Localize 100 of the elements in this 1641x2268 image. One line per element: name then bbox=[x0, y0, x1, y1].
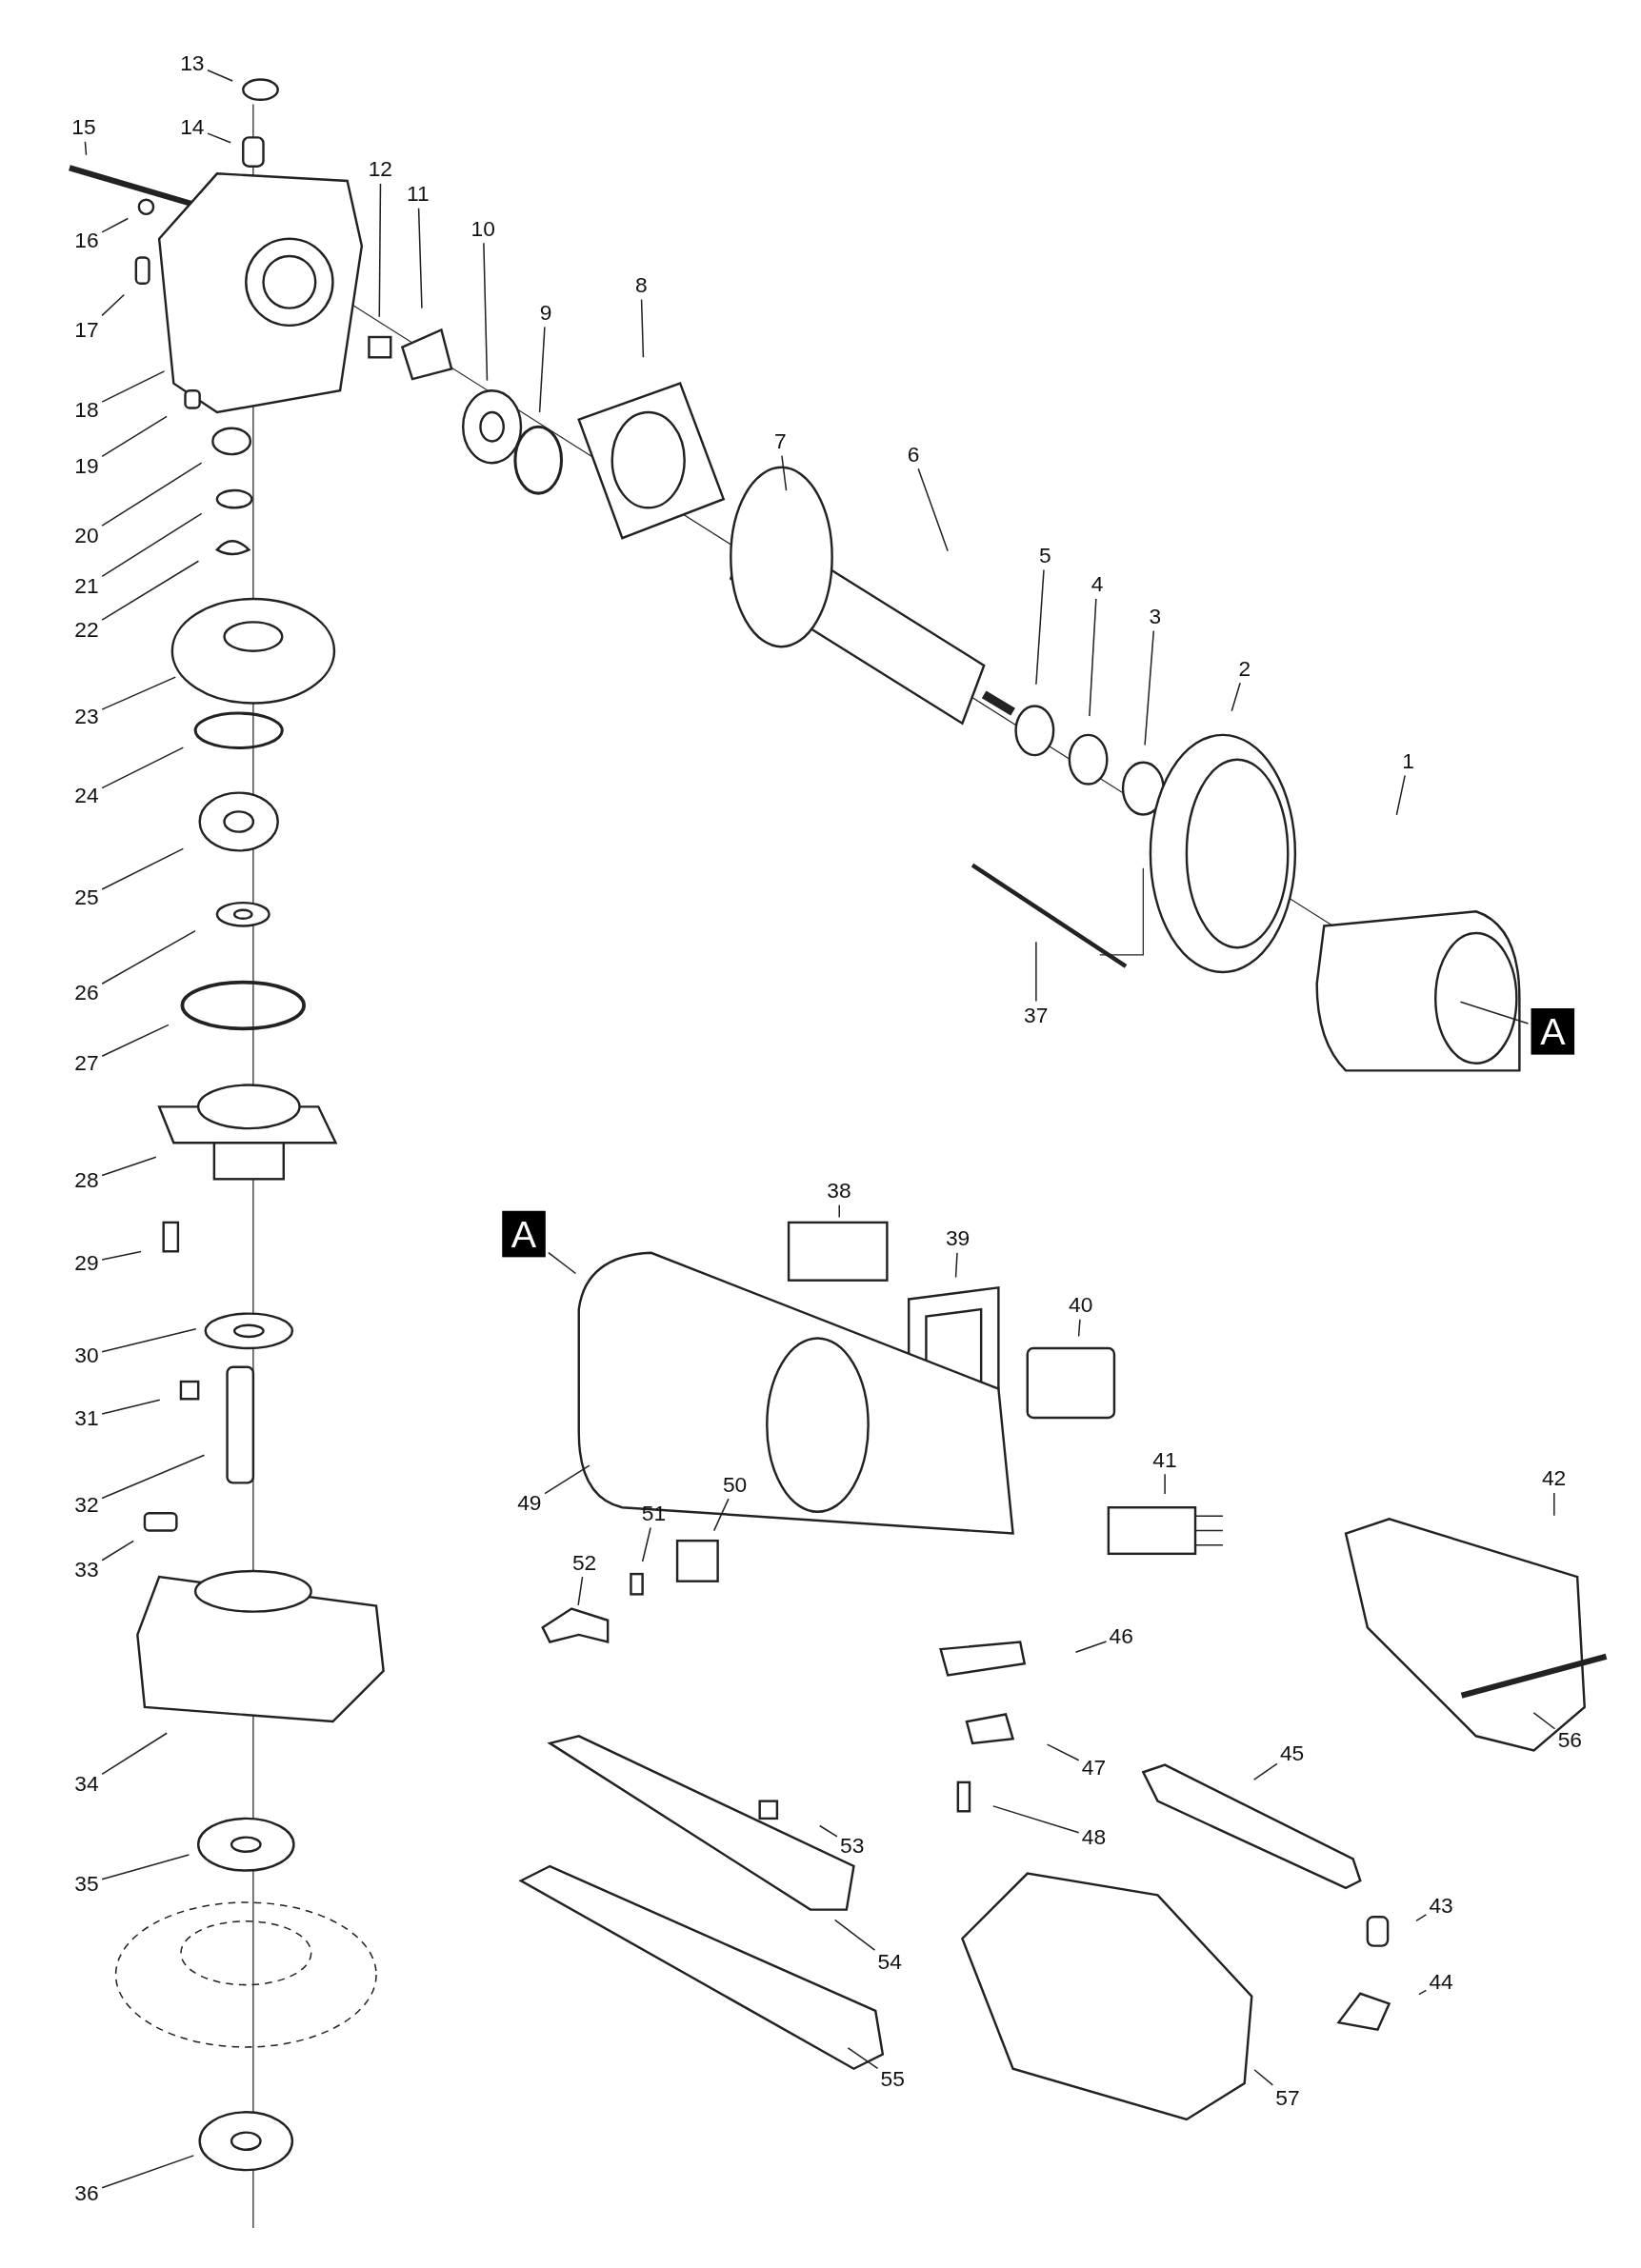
callout-number: 6 bbox=[907, 442, 920, 467]
callout-number: 48 bbox=[1081, 1825, 1107, 1849]
leader-line bbox=[101, 1156, 157, 1177]
leader-line bbox=[101, 462, 203, 527]
leader-line bbox=[101, 847, 185, 890]
callout-number: 49 bbox=[517, 1491, 542, 1515]
leader-line bbox=[101, 676, 176, 710]
callout-number: 34 bbox=[74, 1772, 99, 1796]
leader-line bbox=[641, 1526, 651, 1562]
callout-number: 52 bbox=[571, 1550, 597, 1575]
leader-line bbox=[378, 183, 382, 318]
leader-line bbox=[640, 298, 645, 359]
callout-number: 44 bbox=[1429, 1970, 1453, 1994]
callout-number: 17 bbox=[74, 318, 99, 342]
leader-line bbox=[84, 141, 88, 156]
callout-number: 25 bbox=[74, 885, 99, 909]
leader-line bbox=[1415, 1914, 1428, 1922]
callout-number: 56 bbox=[1557, 1728, 1582, 1752]
callout-number: 31 bbox=[74, 1405, 99, 1430]
callout-number: 29 bbox=[74, 1251, 99, 1275]
leader-line bbox=[833, 1919, 876, 1951]
callout-number: 55 bbox=[880, 2067, 905, 2091]
leader-line bbox=[1231, 682, 1241, 712]
leader-line bbox=[577, 1576, 584, 1606]
section-marker: A bbox=[502, 1210, 546, 1258]
leader-line bbox=[548, 1251, 577, 1275]
callout-number: 3 bbox=[1149, 605, 1162, 628]
leader-line bbox=[818, 1824, 838, 1838]
callout-number: 21 bbox=[74, 574, 99, 598]
callout-number: 27 bbox=[74, 1051, 99, 1075]
leader-line bbox=[1252, 1762, 1278, 1781]
leader-line bbox=[917, 468, 949, 552]
callout-number: 12 bbox=[368, 157, 393, 181]
callout-number: 23 bbox=[74, 704, 99, 728]
leader-line bbox=[1046, 1743, 1080, 1761]
callout-number: 41 bbox=[1152, 1447, 1177, 1472]
callout-number: 8 bbox=[635, 273, 648, 297]
leader-line bbox=[101, 1854, 190, 1880]
callout-number: 4 bbox=[1091, 572, 1104, 596]
leader-line bbox=[992, 1805, 1080, 1834]
callout-number: 5 bbox=[1038, 544, 1051, 567]
callout-number: 37 bbox=[1024, 1004, 1049, 1027]
callout-number: 2 bbox=[1238, 656, 1251, 681]
callout-number: 10 bbox=[470, 216, 495, 241]
callout-number: 11 bbox=[406, 182, 430, 206]
callout-number: 43 bbox=[1429, 1893, 1453, 1918]
leader-line bbox=[101, 1732, 168, 1776]
callout-number: 32 bbox=[74, 1493, 99, 1517]
callout-number: 35 bbox=[74, 1872, 99, 1896]
callout-number: 36 bbox=[74, 2181, 99, 2205]
leader-line bbox=[1089, 598, 1097, 717]
leader-line bbox=[101, 2155, 195, 2189]
callout-number: 9 bbox=[539, 301, 552, 325]
section-marker: A bbox=[1531, 1008, 1575, 1055]
leader-line bbox=[544, 1464, 590, 1495]
callout-number: 20 bbox=[74, 524, 99, 547]
callout-number: 38 bbox=[827, 1179, 851, 1203]
callout-number: 16 bbox=[74, 229, 99, 252]
leader-line bbox=[101, 370, 166, 403]
leader-line bbox=[483, 242, 489, 382]
leader-line bbox=[1532, 1712, 1556, 1730]
leader-line bbox=[838, 1204, 840, 1219]
leader-line bbox=[101, 560, 200, 621]
leader-line bbox=[101, 1540, 134, 1562]
callout-number: 24 bbox=[74, 784, 99, 807]
callout-number: 26 bbox=[74, 981, 99, 1005]
leader-line bbox=[538, 326, 546, 413]
leader-line bbox=[207, 70, 233, 82]
leader-line bbox=[954, 1252, 958, 1279]
leader-line bbox=[1418, 1989, 1428, 1996]
leader-line bbox=[1395, 774, 1406, 816]
callout-number: 42 bbox=[1541, 1466, 1567, 1490]
callout-number: 40 bbox=[1069, 1293, 1093, 1317]
leader-line bbox=[1164, 1473, 1166, 1495]
leader-line bbox=[101, 1250, 142, 1261]
leader-line bbox=[101, 929, 196, 985]
callout-number: 22 bbox=[74, 617, 99, 642]
leader-line bbox=[101, 217, 130, 233]
callout-number: 7 bbox=[773, 429, 787, 453]
callout-number: 57 bbox=[1275, 2085, 1300, 2110]
leader-line bbox=[101, 1327, 197, 1353]
leader-line bbox=[1035, 568, 1045, 686]
callout-number: 15 bbox=[71, 115, 96, 139]
leader-line bbox=[1074, 1641, 1108, 1653]
callout-number: 33 bbox=[74, 1558, 99, 1582]
leader-line bbox=[1035, 941, 1037, 1003]
callout-number: 30 bbox=[74, 1343, 99, 1367]
leader-line bbox=[101, 1024, 170, 1057]
callout-number: 45 bbox=[1279, 1741, 1305, 1765]
leader-line bbox=[101, 415, 168, 458]
callout-number: 19 bbox=[74, 454, 99, 478]
callout-number: 53 bbox=[840, 1834, 865, 1858]
leader-line bbox=[101, 293, 126, 317]
callout-number: 13 bbox=[180, 51, 205, 75]
callout-number: 50 bbox=[722, 1472, 748, 1497]
leader-line bbox=[101, 746, 185, 789]
leader-line bbox=[101, 512, 203, 578]
callout-number: 1 bbox=[1402, 749, 1414, 773]
leader-line bbox=[1553, 1492, 1555, 1517]
leader-line bbox=[847, 2047, 879, 2070]
